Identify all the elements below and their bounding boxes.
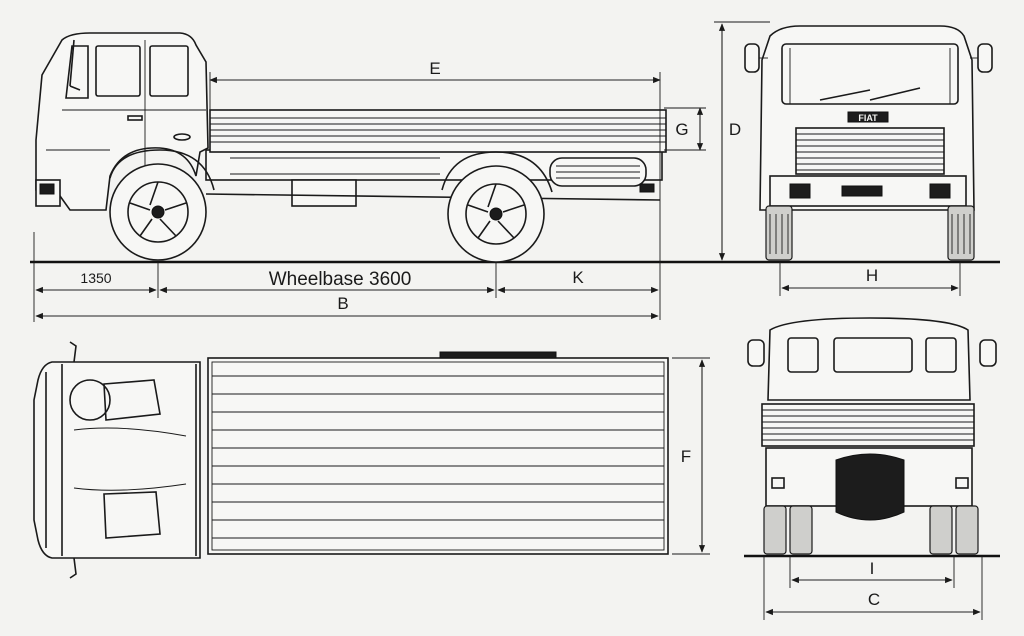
cab-door-window — [149, 45, 189, 97]
front-overhang-value: 1350 — [80, 270, 111, 286]
label-H: H — [866, 266, 878, 285]
fuel-tank — [291, 179, 357, 207]
rear-lamp — [639, 183, 655, 193]
cab-floor — [73, 427, 187, 491]
side-dimensions: E G D 1350 Wheelbase 3600 K B — [33, 21, 770, 322]
fiat-badge: FIAT — [858, 113, 878, 123]
rear-cab-window-center — [833, 337, 913, 373]
mirror-top — [69, 341, 77, 579]
label-B: B — [337, 294, 348, 313]
mirror-right — [977, 43, 993, 73]
front-lamp — [39, 183, 55, 195]
top-cab — [33, 361, 201, 559]
steering-wheel — [69, 379, 111, 421]
label-G: G — [675, 120, 688, 139]
radiator-grille — [795, 127, 945, 175]
fiat-badge-plate — [847, 111, 889, 123]
cab-badge — [173, 133, 191, 141]
label-D: D — [729, 120, 741, 139]
passenger-seat — [103, 491, 161, 539]
label-I: I — [870, 559, 875, 578]
rear-view: I C — [744, 317, 1000, 620]
side-mirror — [69, 39, 81, 91]
wheelbase-label: Wheelbase 3600 — [269, 269, 412, 290]
label-K: K — [572, 268, 584, 287]
tailgate-slats — [762, 409, 974, 441]
rear-mirror-right — [979, 339, 997, 367]
rear-cab-window-right — [925, 337, 957, 373]
cab-front-window — [65, 45, 89, 99]
tailgate — [761, 403, 975, 447]
wipers — [819, 87, 921, 101]
driver-seat — [103, 379, 161, 421]
cab-side-window — [95, 45, 141, 97]
cargo-bed-top — [207, 357, 669, 555]
chassis-rail — [205, 193, 661, 201]
rear-cab-window-left — [787, 337, 819, 373]
door-handle — [127, 115, 143, 121]
front-wheel — [109, 163, 207, 261]
bed-planks — [212, 375, 664, 539]
mirror-left — [744, 43, 760, 73]
headlamp-left — [789, 183, 811, 199]
rear-tyres — [763, 505, 979, 555]
rear-axle — [835, 453, 905, 521]
label-E: E — [429, 59, 440, 78]
cab-top-edges — [61, 364, 197, 556]
grille-slats — [796, 133, 944, 171]
side-view — [30, 32, 1000, 264]
top-view: F — [33, 341, 710, 579]
front-view: FIAT H — [744, 25, 993, 296]
label-F: F — [681, 447, 691, 466]
rear-lamp-right — [955, 477, 969, 489]
windshield — [781, 43, 959, 105]
rear-lamp-left — [771, 477, 785, 489]
rear-wheel — [447, 165, 545, 263]
cargo-bed-side — [209, 109, 667, 153]
plate — [841, 185, 883, 197]
headlamp-right — [929, 183, 951, 199]
rear-fender — [441, 151, 553, 193]
front-tyres — [765, 205, 975, 261]
bed-hinge — [439, 351, 557, 359]
rear-mirror-left — [747, 339, 765, 367]
front-fender — [109, 149, 215, 191]
label-C: C — [868, 590, 880, 609]
